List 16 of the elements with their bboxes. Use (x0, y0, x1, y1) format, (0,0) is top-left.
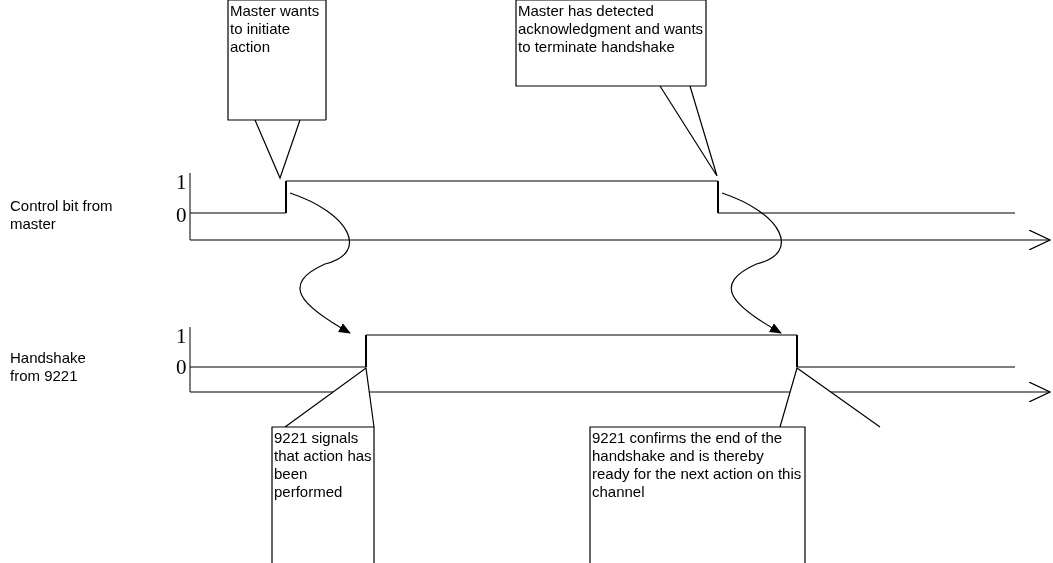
callout-text: Master has detected acknowledgment and wants to terminate handshake (518, 2, 704, 56)
signal-edge (796, 335, 798, 367)
callout-text: 9221 signals that action has been performed (274, 429, 372, 501)
curved-arrow (721, 192, 782, 334)
callout-text: Master wants to initiate action (230, 2, 321, 56)
level-value: 0 (176, 356, 187, 378)
curved-arrow (289, 192, 351, 334)
level-value: 0 (176, 204, 187, 226)
level-value: 1 (176, 325, 187, 347)
signal-edge (285, 181, 287, 213)
signal-name: Control bit from master (10, 197, 114, 233)
signal-edge (717, 181, 719, 213)
callout-text: 9221 confirms the end of the handshake and is thereby ready for the next action on this channel (592, 429, 803, 501)
signal-edge (365, 335, 367, 367)
signal-name: Handshake from 9221 (10, 349, 87, 385)
level-value: 1 (176, 171, 187, 193)
